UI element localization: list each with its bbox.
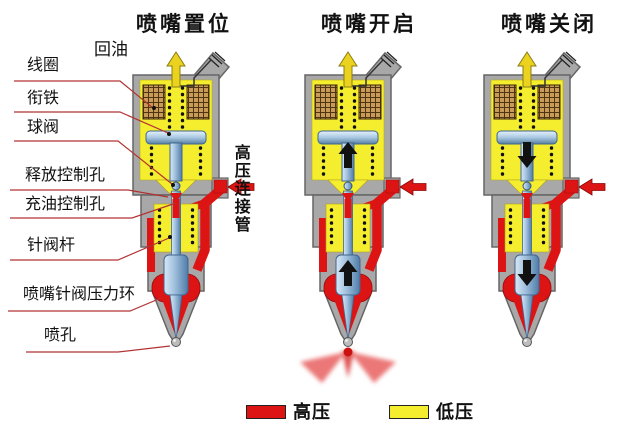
high-pressure-inlet-arrow-icon — [399, 178, 427, 196]
injector-body — [133, 52, 229, 347]
label-armature: 衔铁 — [27, 90, 60, 107]
label-spray-hole: 喷孔 — [44, 327, 77, 344]
up-arrow-icon — [338, 260, 358, 286]
leader-line-coil — [14, 80, 154, 109]
injector-body — [484, 52, 580, 347]
leader-dots — [152, 106, 175, 239]
legend-high-pressure-label: 高压 — [293, 402, 331, 422]
label-ball-valve: 球阀 — [27, 119, 60, 136]
title-nozzle-open: 喷嘴开启 — [321, 13, 417, 36]
legend-high-pressure-swatch — [246, 405, 286, 419]
label-high-pressure-connecting-pipe: 高压连接管 — [231, 144, 249, 234]
injector-closed-figure — [484, 52, 606, 347]
down-arrow-icon — [517, 260, 537, 286]
legend-low-pressure-label: 低压 — [436, 402, 474, 422]
spray-icon — [300, 351, 396, 383]
leader-line-ball-valve — [14, 140, 173, 185]
label-return-oil: 回油 — [94, 40, 128, 59]
injector-open-figure — [300, 52, 427, 383]
up-arrow-icon — [338, 142, 358, 168]
legend-low-pressure-swatch — [389, 405, 429, 419]
title-nozzle-set: 喷嘴置位 — [136, 13, 232, 36]
leader-line-fill-orifice — [10, 202, 177, 219]
leader-line-release-orifice — [10, 189, 169, 198]
label-coil: 线圈 — [27, 57, 60, 74]
leader-line-armature — [14, 111, 169, 134]
title-nozzle-closed: 喷嘴关闭 — [501, 13, 597, 36]
label-release-control-orifice: 释放控制孔 — [25, 167, 106, 184]
label-nozzle-needle-pressure-ring: 喷嘴针阀压力环 — [23, 286, 136, 303]
label-needle-valve-stem: 针阀杆 — [27, 237, 76, 254]
high-pressure-inlet-arrow-icon — [578, 178, 606, 196]
leader-line-pressure-ring — [8, 297, 162, 312]
spray-core — [343, 347, 353, 357]
leader-line-needle-stem — [10, 237, 170, 261]
injector-body — [305, 52, 401, 347]
leader-line-spray-hole — [26, 345, 171, 353]
label-fill-control-orifice: 充油控制孔 — [25, 196, 106, 213]
leader-lines — [8, 80, 177, 353]
down-arrow-icon — [517, 142, 537, 168]
